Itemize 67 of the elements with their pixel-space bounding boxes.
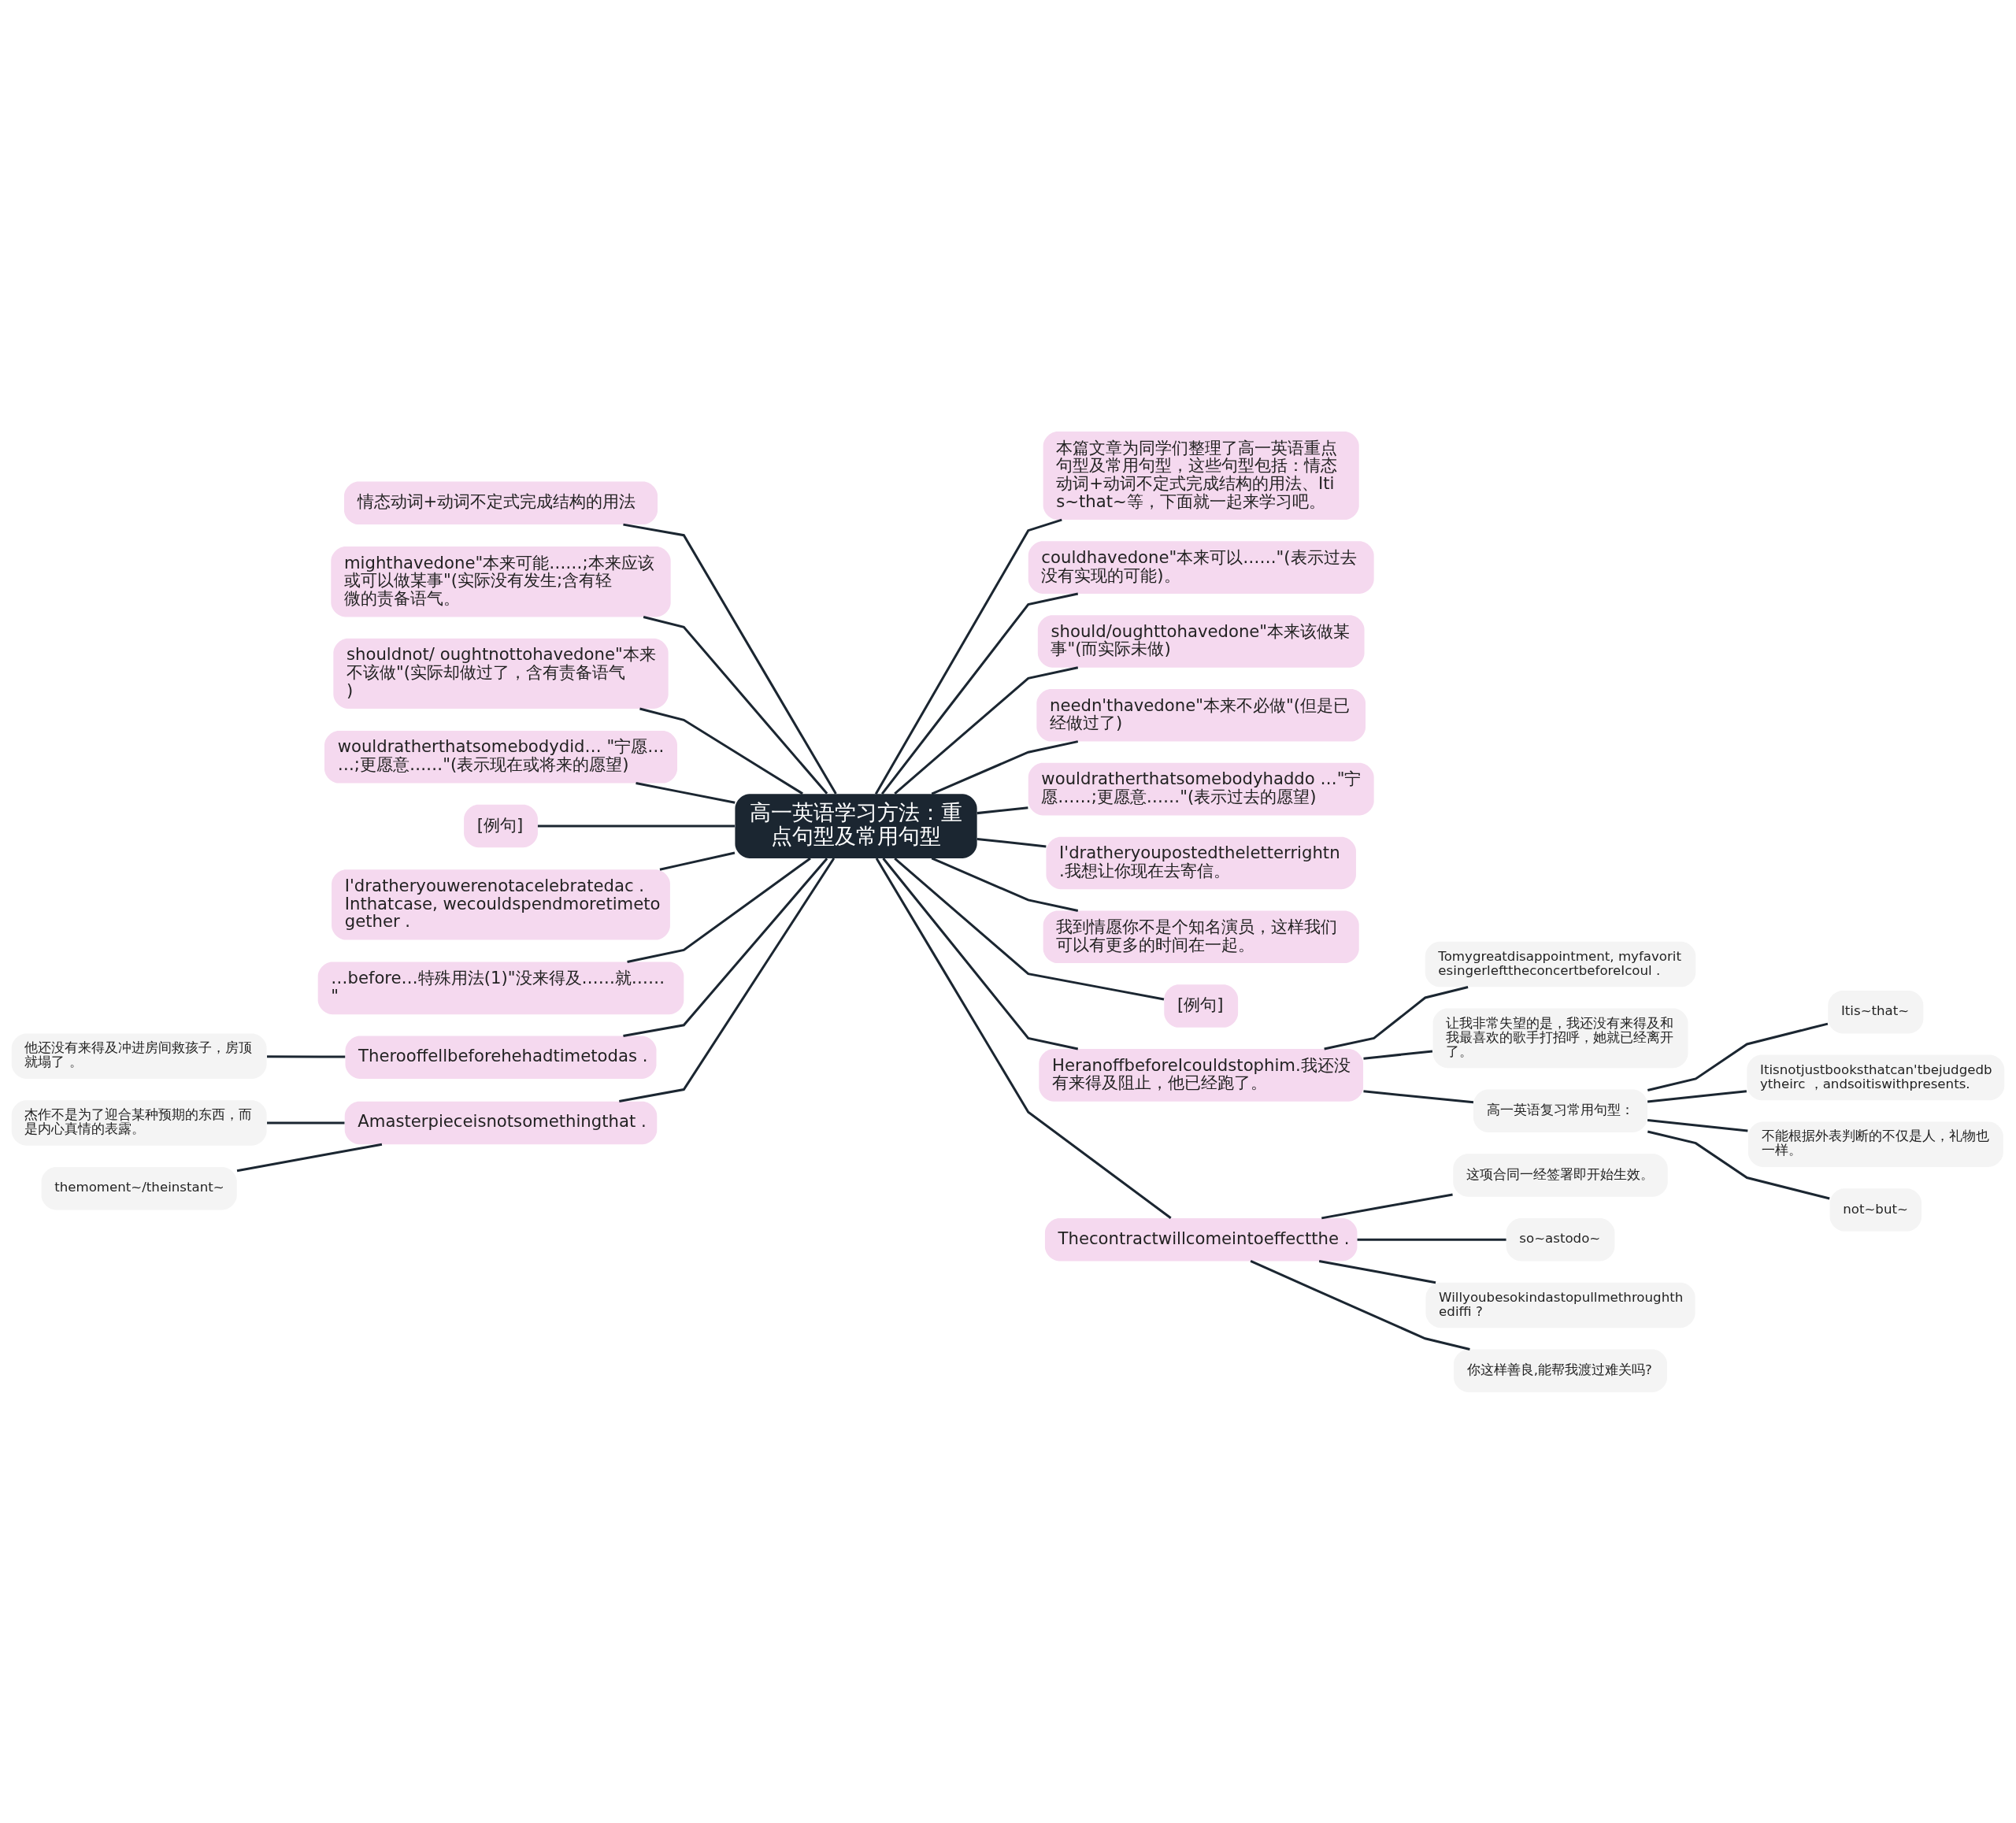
connector — [1318, 1259, 1436, 1284]
node-box: 不能根据外表判断的不仅是人，礼物也一样。 — [1747, 1121, 2003, 1167]
node-box: 本篇文章为同学们整理了高一英语重点句型及常用句型，这些句型包括：情态动词+动词不定式完成结构的用法、Itis~that~等，下面就一起来学习吧。 — [1043, 431, 1359, 520]
connector — [931, 739, 1079, 795]
node-box: I'dratheryoupostedtheletterrightn .我想让你现在去寄信。 — [1046, 836, 1356, 889]
node-box: so~astodo~ — [1506, 1217, 1615, 1261]
connector — [875, 857, 1172, 1219]
node-box: 让我非常失望的是，我还没有来得及和我最喜欢的歌手打招呼，她就已经离开了。 — [1432, 1008, 1688, 1068]
node-box: mighthavedone"本来可能……;本来应该或可以做某事"(实际没有发生;含有轻微的责备语气。 — [331, 546, 671, 617]
connector — [537, 824, 735, 828]
node-box: Thecontractwillcomeintoeffectthe . — [1044, 1217, 1358, 1261]
connector — [623, 857, 828, 1037]
connector — [1363, 1089, 1474, 1103]
connector — [976, 806, 1028, 814]
node-box: [例句] — [464, 804, 538, 847]
connector — [267, 1121, 345, 1124]
node-box: wouldratherthatsomebodyhaddo …"宁愿……;更愿意……"(表示过去的愿望) — [1028, 762, 1374, 815]
connector — [643, 615, 828, 795]
connector — [659, 851, 736, 871]
node-box: 这项合同一经签署即开始生效。 — [1453, 1153, 1668, 1197]
connector — [1321, 1192, 1453, 1219]
connector — [1647, 1130, 1830, 1199]
node-box: shouldnot/ oughtnottohavedone"本来不该做"(实际却做过了，含有责备语气) — [333, 638, 669, 709]
node-box: Willyoubesokindastopullmethroughthediffi ? — [1425, 1282, 1695, 1328]
connector — [636, 781, 736, 804]
node-box: Therooffellbeforehehadtimetodas . — [345, 1035, 657, 1079]
node-box: wouldratherthatsomebodydid… "宁愿……;更愿意……"(表示现在或将来的愿望) — [324, 730, 677, 784]
connector — [1357, 1238, 1506, 1241]
connector — [894, 665, 1079, 795]
connector — [619, 857, 836, 1102]
node-box: HeranoffbeforeIcouldstophim.我还没有来得及阻止，他已经跑了。 — [1039, 1048, 1364, 1102]
node-box: I'dratheryouwerenotacelebratedac .Inthatcase, wecouldspendmoretimetogether . — [332, 869, 670, 940]
node-box: 情态动词+动词不定式完成结构的用法 — [343, 481, 658, 524]
connector — [1363, 1050, 1433, 1060]
connector — [882, 857, 1079, 1050]
node-box: should/oughttohavedone"本来该做某事"(而实际未做) — [1037, 614, 1365, 668]
node-box: Itisnotjustbooksthatcan'tbejudgedbytheirc ，andsoitiswithpresents. — [1747, 1054, 2005, 1100]
node-box: …before…特殊用法(1)"没来得及……就……" — [317, 962, 684, 1014]
connector — [976, 837, 1047, 847]
node-box: 他还没有来得及冲进房间救孩子，房顶就塌了 。 — [11, 1032, 267, 1079]
connector — [880, 591, 1079, 795]
node-box: 我到情愿你不是个知名演员，这样我们可以有更多的时间在一起。 — [1043, 910, 1359, 963]
node-box: couldhavedone"本来可以……"(表示过去没有实现的可能)。 — [1028, 540, 1374, 594]
node-box: not~but~ — [1829, 1188, 1922, 1232]
node-box: Tomygreatdisappointment, myfavoritesingerlefttheconcertbeforeIcoul . — [1425, 941, 1696, 987]
connector — [1647, 1089, 1747, 1103]
connector — [639, 707, 803, 795]
connector — [894, 857, 1165, 1000]
connector — [1647, 1022, 1829, 1091]
node-box: [例句] — [1164, 984, 1239, 1028]
node-box: 高一英语学习方法：重点句型及常用句型 — [735, 793, 977, 858]
node-box: 杰作不是为了迎合某种预期的东西，而是内心真情的表露。 — [11, 1099, 267, 1146]
connector — [627, 857, 811, 963]
node-box: needn'thavedone"本来不必做"(但是已经做过了) — [1036, 688, 1366, 742]
connector — [623, 523, 837, 795]
node-box: 你这样善良,能帮我渡过难关吗? — [1454, 1348, 1667, 1392]
connector — [1647, 1118, 1748, 1132]
node-box: Itis~that~ — [1828, 990, 1924, 1033]
connector — [931, 857, 1079, 912]
node-box: 高一英语复习常用句型： — [1473, 1089, 1647, 1132]
connector — [874, 518, 1062, 795]
connector — [236, 1143, 383, 1172]
connector — [1324, 985, 1469, 1050]
connector — [1250, 1259, 1470, 1351]
node-box: themoment~/theinstant~ — [41, 1166, 237, 1210]
connector — [267, 1054, 346, 1058]
node-box: Amasterpieceisnotsomethingthat . — [344, 1101, 658, 1144]
